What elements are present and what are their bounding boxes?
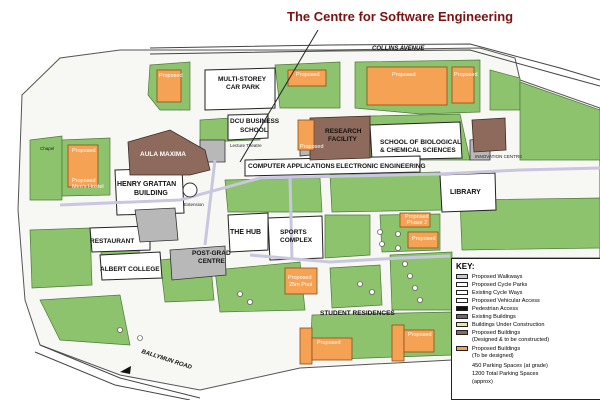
collins-avenue-road — [149, 43, 600, 81]
map-title: The Centre for Software Engineering — [287, 9, 514, 24]
research-label: RESEARCH — [325, 128, 362, 135]
sports-label-2: COMPLEX — [280, 237, 313, 244]
albert-college-label: ALBERT COLLEGE — [100, 266, 160, 273]
key-title: KEY: — [456, 262, 475, 271]
proposed-label-carpark: Proposed — [159, 73, 183, 79]
henry-grattan-label-2: BUILDING — [134, 190, 168, 197]
key-swatch — [456, 314, 468, 320]
key-note-to-be-designed: (To be designed) — [472, 353, 514, 359]
map-key: KEY: Proposed Walkways Proposed Cycle Pa… — [451, 258, 600, 400]
proposed-label-res-2: Proposed — [408, 332, 432, 338]
key-row-proposed-vehicular: Proposed Vehicular Access — [456, 297, 540, 305]
key-row-proposed-walkways: Proposed Walkways — [456, 273, 522, 281]
key-note-designed: (Designed & to be constructed) — [472, 337, 550, 343]
post-grad-label-2: CENTRE — [198, 258, 225, 265]
brown-buildings — [127, 115, 507, 176]
restaurant-label: RESTAURANT — [90, 238, 135, 245]
grey-structures — [134, 137, 491, 281]
key-parking-1: 450 Parking Spaces (at grade) — [472, 363, 548, 369]
the-hub-label: THE HUB — [230, 229, 262, 236]
proposed-pool-label-2: 25m Pool — [289, 282, 313, 288]
key-swatch — [456, 306, 468, 312]
key-row-under-construction: Buildings Under Construction — [456, 321, 544, 329]
ballymun-road — [39, 344, 201, 399]
key-parking-2: 1200 Total Parking Spaces — [472, 371, 539, 377]
key-row-proposed-buildings-orange: Proposed Buildings — [456, 345, 520, 353]
key-swatch — [456, 330, 468, 336]
proposed-pool-label-1: Proposed — [288, 275, 312, 281]
proposed-label-bio: Proposed — [392, 72, 416, 78]
proposed-label-north: Proposed — [296, 72, 320, 78]
key-row-existing-cycle-ways: Existing Cycle Ways — [456, 289, 522, 297]
phase2-label: Phase 2 — [407, 220, 428, 226]
innovation-centre-label: INNOVATION CENTRE — [475, 154, 523, 159]
proposed-block-label: Proposed — [405, 214, 429, 220]
extension-label: Extension — [184, 202, 204, 207]
dcu-business-label: DCU BUSINESS — [230, 118, 280, 125]
student-residences-label: STUDENT RESIDENCES — [320, 310, 395, 317]
proposed-label-res-1: Proposed — [317, 340, 341, 346]
key-row-pedestrian-access: Pedestrian Access — [456, 305, 518, 313]
proposed-label-west: Proposed — [72, 148, 96, 154]
key-swatch — [456, 298, 468, 304]
collins-avenue-label: COLLINS AVENUE — [372, 46, 425, 52]
pointer-line — [239, 29, 319, 163]
car-park-label: CAR PARK — [226, 84, 260, 91]
proposed-label-sports-east: Proposed — [412, 236, 436, 242]
trees — [117, 229, 423, 341]
roundabout — [182, 182, 198, 198]
key-swatch — [456, 322, 468, 328]
key-row-proposed-buildings-brown: Proposed Buildings — [456, 329, 520, 337]
key-parking-3: (approx) — [472, 379, 493, 385]
proposed-label-research: Proposed — [300, 144, 324, 150]
ballymun-arrow — [120, 366, 131, 374]
orange-buildings — [67, 66, 475, 365]
key-row-proposed-cycle-parks: Proposed Cycle Parks — [456, 281, 527, 289]
sports-label-1: SPORTS — [280, 229, 307, 236]
school-bio-label-2: & CHEMICAL SCIENCES — [380, 147, 456, 154]
henry-grattan-label-1: HENRY GRATTAN — [117, 181, 177, 188]
school-bio-label-1: SCHOOL OF BIOLOGICAL — [380, 139, 462, 146]
library-label: LIBRARY — [450, 189, 481, 196]
existing-buildings — [89, 67, 497, 281]
aula-maxima-label: AULA MAXIMA — [140, 151, 186, 158]
key-swatch — [456, 346, 468, 352]
electronic-engineering-label: ELECTRONIC ENGINEERING — [336, 163, 426, 170]
proposed-label-west-2: Proposed — [72, 178, 96, 184]
post-grad-label-1: POST-GRAD — [192, 250, 231, 257]
mens-hostel-label: Men's Hostel — [72, 184, 104, 190]
chapel-label: Chapel — [40, 146, 55, 151]
computer-applications-label: COMPUTER APPLICATIONS — [248, 163, 335, 170]
facility-label: FACILITY — [328, 136, 357, 143]
key-row-existing-buildings: Existing Buildings — [456, 313, 516, 321]
key-swatch — [456, 282, 468, 288]
multi-storey-label: MULTI-STOREY — [218, 76, 267, 83]
lecture-theatre-label: Lecture Theatre — [230, 143, 262, 148]
proposed-label-east: Proposed — [454, 72, 478, 78]
key-swatch — [456, 274, 468, 280]
walkways — [59, 159, 600, 264]
key-swatch — [456, 290, 468, 296]
school-label: SCHOOL — [240, 127, 268, 134]
